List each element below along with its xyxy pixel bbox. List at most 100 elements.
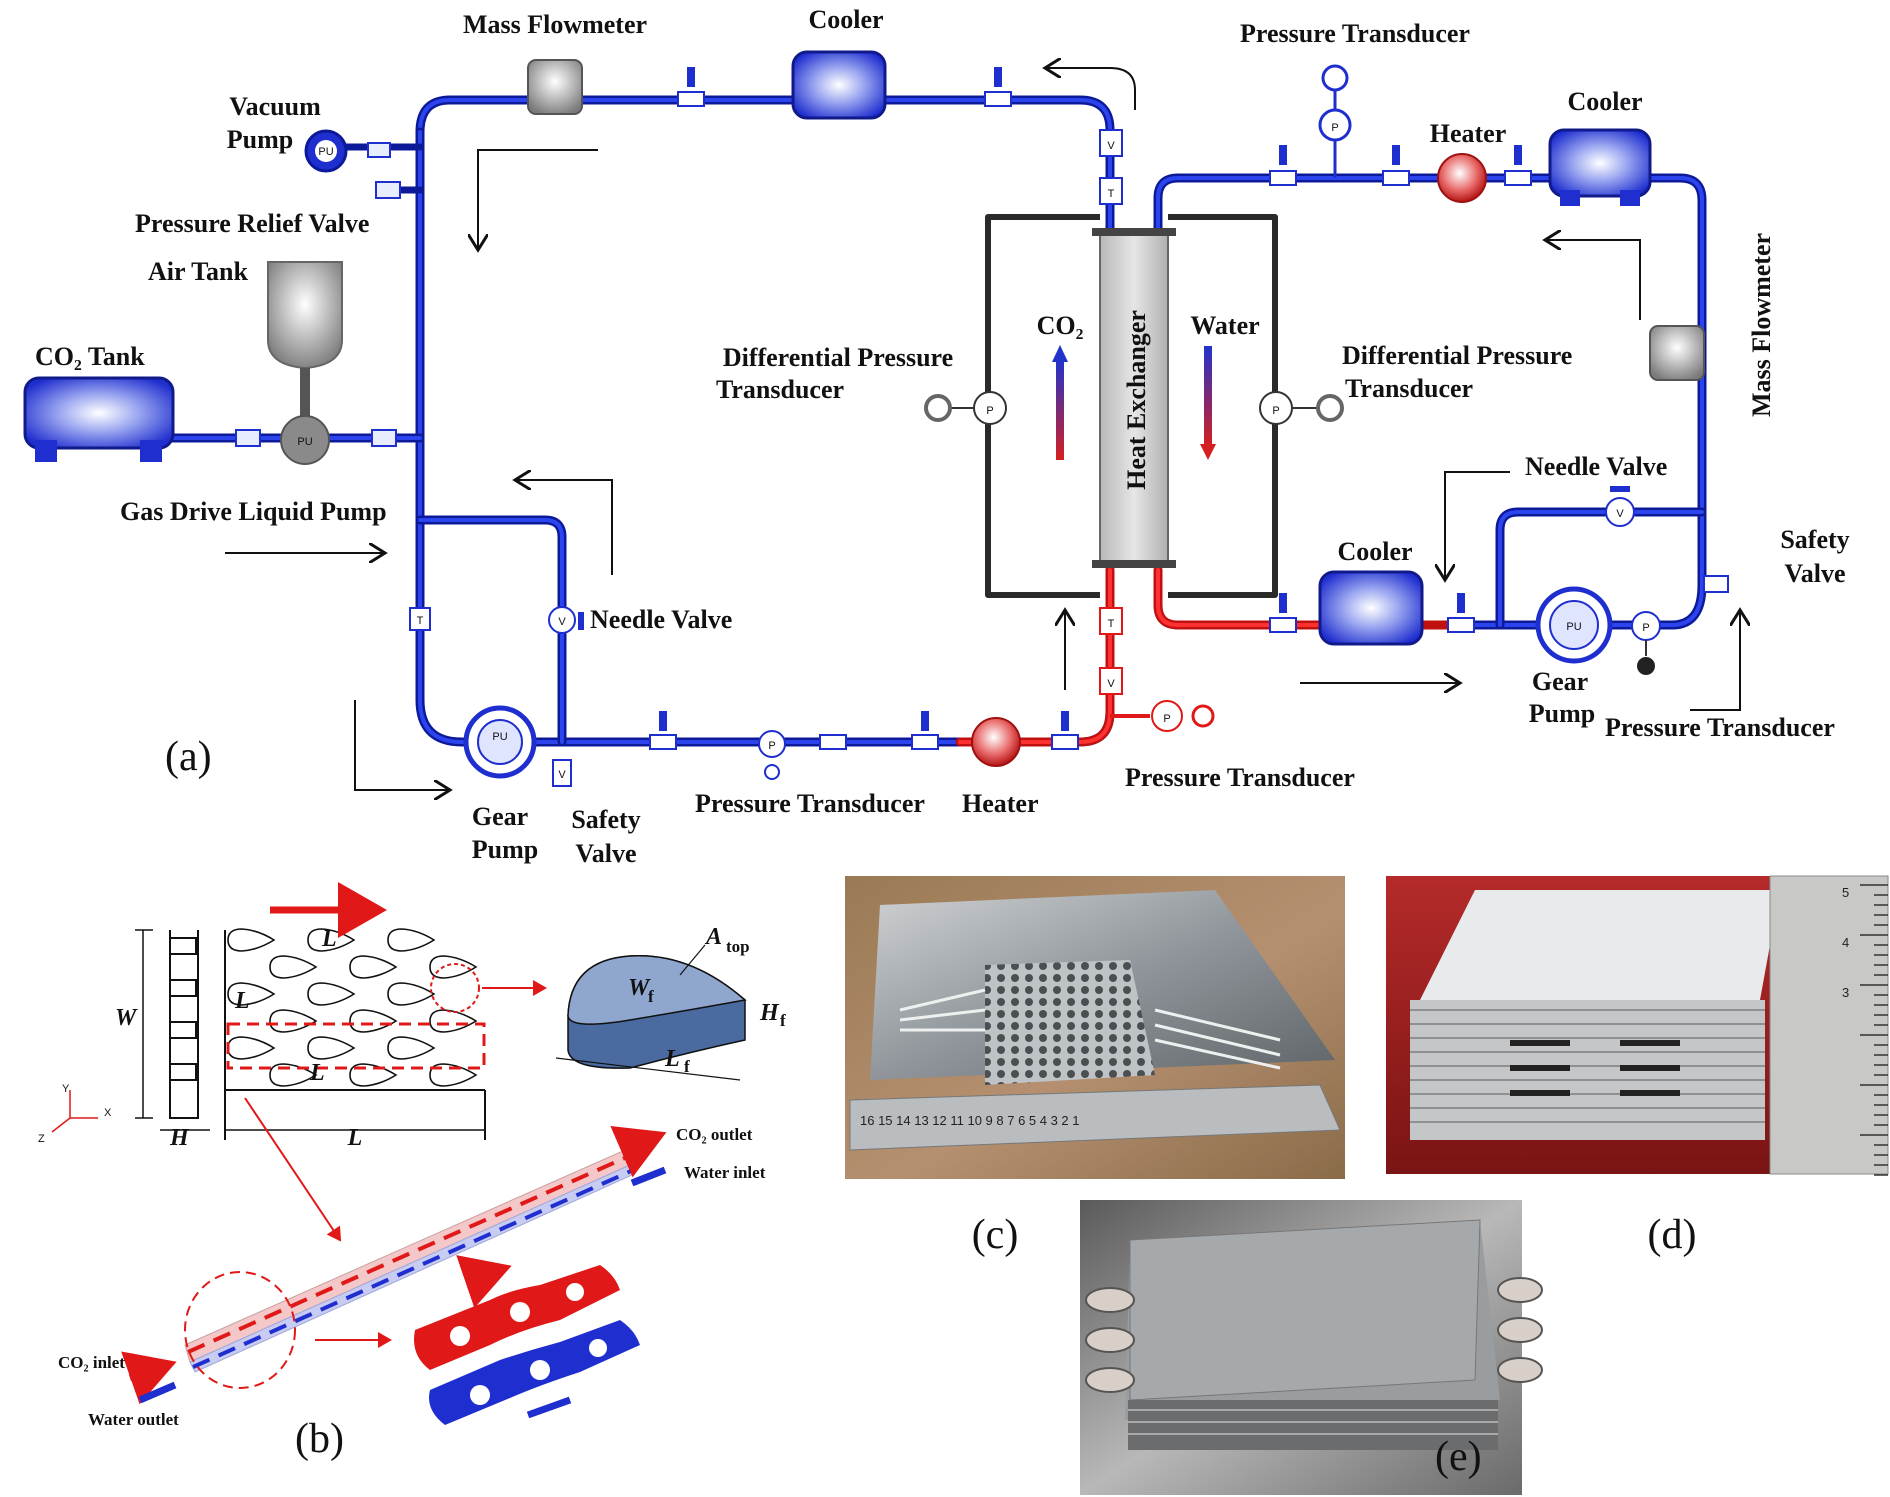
needle-valve-right-label: Needle Valve: [1525, 452, 1667, 481]
dim-lx-label-2: L: [309, 1060, 325, 1086]
dim-wf-label: W: [628, 975, 651, 1001]
gas-drive-liquid-pump: PU: [280, 415, 330, 465]
needle-valve-right: V: [1605, 486, 1635, 527]
pressure-relief-valve-label: Pressure Relief Valve: [135, 209, 369, 238]
pressure-transducer-top-right: P: [1318, 64, 1352, 178]
cooler-right-top: [1548, 128, 1652, 206]
vacuum-pump: PU: [304, 129, 391, 173]
vacuum-pump-label-1: Vacuum: [229, 92, 321, 121]
dim-w-label: W: [115, 1005, 138, 1031]
airfoil-fin: [307, 1036, 356, 1060]
needle-valve-left: V: [548, 606, 584, 634]
safety-valve-left: V: [552, 759, 572, 787]
dim-hf-label: H: [759, 1000, 780, 1026]
flow-arrows: [225, 68, 1740, 790]
airfoil-fin: [227, 928, 276, 952]
pump-mark: PU: [297, 436, 312, 448]
heat-exchanger: Heat Exchanger: [1092, 228, 1176, 568]
co2-label: CO₂: [1037, 311, 1084, 340]
co2-tank-label: CO₂ Tank: [35, 342, 145, 371]
valve-mark: V: [558, 769, 566, 781]
dim-lf-sub: f: [684, 1057, 690, 1076]
cooler-right-bottom-label: Cooler: [1337, 537, 1412, 566]
air-tank-label: Air Tank: [148, 257, 249, 286]
mass-flowmeter-label: Mass Flowmeter: [463, 10, 647, 39]
valve-mark: V: [1616, 508, 1624, 520]
airfoil-fin: [349, 1009, 398, 1033]
panel-d-label: (d): [1648, 1212, 1697, 1258]
dim-ly-label: L: [234, 988, 250, 1014]
pressure-mark: P: [1272, 405, 1279, 417]
water-flow-arrowhead: [1200, 444, 1216, 460]
panel-c-label: (c): [972, 1212, 1019, 1258]
top-line-valves: [677, 67, 1012, 107]
pressure-transducer-left-label: Pressure Transducer: [695, 789, 925, 818]
safety-valve-left-label-2: Valve: [575, 839, 636, 868]
airfoil-fin: [349, 955, 398, 979]
dp-transducer-left: P: [924, 391, 1007, 425]
pressure-mark: P: [986, 405, 993, 417]
panel-e-photo: (e): [1080, 1200, 1543, 1495]
panel-e-label: (e): [1435, 1434, 1482, 1480]
airfoil-fin: [307, 982, 356, 1006]
axis-y-label: Y: [62, 1083, 70, 1095]
dim-hf-sub: f: [780, 1011, 786, 1030]
ruler-c-label: 16 15 14 13 12 11 10 9 8 7 6 5 4 3 2 1: [860, 1113, 1080, 1128]
axis-x-label: X: [104, 1107, 112, 1119]
panel-b-label: (b): [295, 1416, 344, 1462]
pressure-transducer-right-label: Pressure Transducer: [1605, 713, 1835, 742]
water-flow-arrow: [1204, 346, 1212, 446]
panel-d-photo: 3 4 5 (d): [1386, 875, 1889, 1258]
temp-mark: T: [417, 615, 424, 627]
temp-mark: T: [1108, 618, 1115, 630]
airfoil-fin: [227, 982, 276, 1006]
hx-top-left-instruments: V T: [1099, 129, 1123, 205]
airfoil-fin: [227, 1036, 276, 1060]
valve-mark: V: [1107, 678, 1115, 690]
airfoil-fin: [387, 928, 436, 952]
dp-left-label-2: Transducer: [716, 375, 844, 404]
mass-flowmeter-left: [527, 59, 583, 115]
pump-mark: PU: [492, 731, 507, 743]
pump-mark: PU: [1566, 621, 1581, 633]
water-inlet-label: Water inlet: [684, 1163, 766, 1182]
panel-b: W H L L L L Y X Z A top W f H f: [38, 882, 786, 1462]
dp-transducer-right: P: [1259, 391, 1344, 425]
airfoil-fin: [429, 955, 478, 979]
dim-lf-label: L: [664, 1046, 680, 1072]
gear-pump-right-label-1: Gear: [1532, 667, 1588, 696]
dp-right-label-1: Differential Pressure: [1342, 341, 1572, 370]
axis-z-label: Z: [38, 1133, 45, 1145]
cooler-right-bottom: [1318, 570, 1424, 646]
gear-pump-left: PU: [463, 705, 537, 779]
gear-pump-left-label-1: Gear: [472, 802, 528, 831]
gas-drive-pump-label: Gas Drive Liquid Pump: [120, 497, 387, 526]
co2-tank: [23, 376, 175, 462]
water-label: Water: [1190, 311, 1259, 340]
airfoil-fin: [269, 1009, 318, 1033]
pressure-relief-valve: [375, 181, 401, 199]
gear-pump-left-label-2: Pump: [472, 835, 538, 864]
safety-valve-left-label-1: Safety: [571, 805, 640, 834]
dim-lx-label: L: [321, 926, 337, 952]
airfoil-fin: [387, 982, 436, 1006]
co2-flow-arrow: [1056, 360, 1064, 460]
heater-left: [971, 717, 1021, 767]
dim-atop-sub: top: [726, 937, 750, 956]
safety-valve-right-label-2: Valve: [1784, 559, 1845, 588]
bottom-line-valves: [649, 711, 1079, 750]
left-temp-sensor: T: [409, 607, 431, 631]
heat-exchanger-label: Heat Exchanger: [1122, 310, 1151, 490]
dim-l-label: L: [347, 1125, 363, 1151]
co2-flow-arrowhead: [1052, 345, 1068, 362]
pressure-mark: P: [1331, 122, 1338, 134]
pump-mark: PU: [318, 146, 333, 158]
heater-right: [1437, 153, 1487, 203]
safety-valve-right-label-1: Safety: [1780, 525, 1849, 554]
cooler-right-top-label: Cooler: [1567, 87, 1642, 116]
pressure-transducer-bottom-label: Pressure Transducer: [1125, 763, 1355, 792]
right-bottom-valves: [1269, 593, 1475, 633]
panel-a-label: (a): [165, 734, 212, 780]
airfoil-fin-array: [227, 928, 478, 1087]
